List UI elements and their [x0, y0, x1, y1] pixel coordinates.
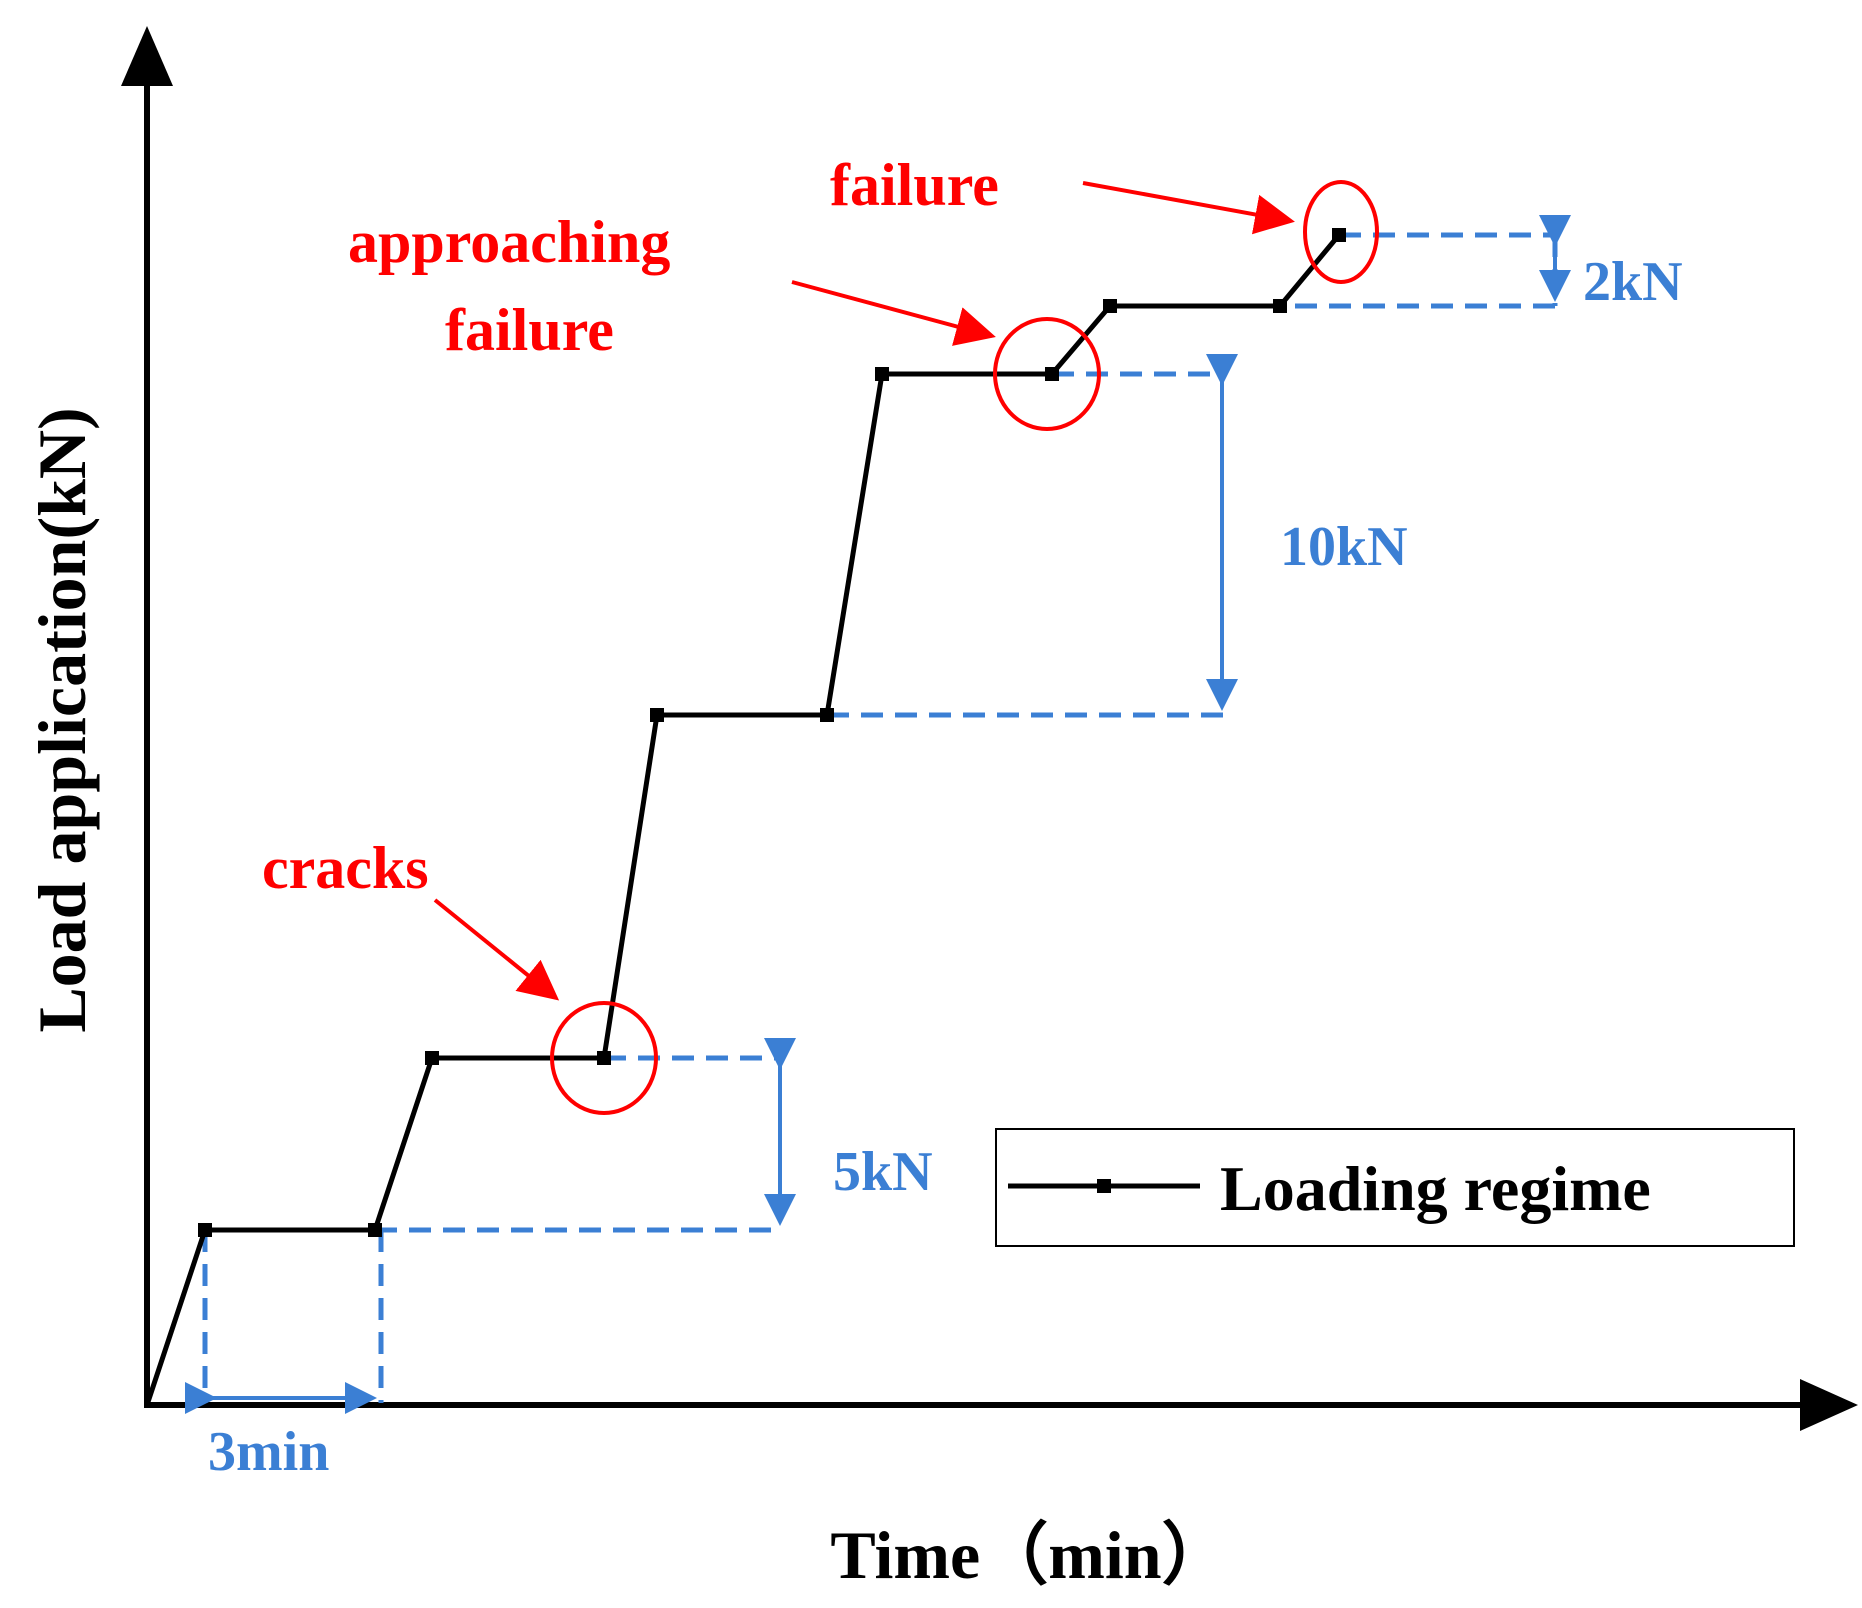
- data-point-marker: [597, 1051, 611, 1065]
- x-axis-title: Time（min）: [830, 1517, 1229, 1593]
- label-10kn: 10kN: [1280, 516, 1408, 578]
- data-point-marker: [650, 708, 664, 722]
- annotation-arrow: [433, 898, 560, 1001]
- annotation-circle: [550, 1001, 658, 1115]
- data-point-marker: [1045, 367, 1059, 381]
- data-point-marker: [1273, 299, 1287, 313]
- legend-marker-sample: [1097, 1179, 1111, 1193]
- y-axis-arrowhead: [121, 26, 173, 86]
- label-5kn: 5kN: [833, 1141, 933, 1203]
- label-3min: 3min: [208, 1421, 329, 1483]
- series-layer: [144, 228, 1346, 1406]
- data-point-marker: [368, 1223, 382, 1237]
- label-failure: failure: [830, 152, 999, 218]
- legend: Loading regime: [995, 1128, 1795, 1247]
- data-point-marker: [1332, 228, 1346, 242]
- annotation-circle: [1303, 180, 1379, 284]
- annotation-arrow: [1082, 181, 1295, 235]
- red-annotations: [433, 180, 1379, 1115]
- label-cracks: cracks: [262, 835, 429, 901]
- annotation-arrow: [791, 280, 996, 346]
- data-point-marker: [820, 708, 834, 722]
- y-axis-title: Load application(kN): [24, 407, 100, 1032]
- label-2kn: 2kN: [1583, 251, 1683, 313]
- annotation-labels: cracks approaching failure failure 3min 5kN 10…: [208, 152, 1683, 1483]
- data-point-marker: [425, 1051, 439, 1065]
- x-axis-arrowhead: [1800, 1379, 1858, 1431]
- label-approaching: approaching: [348, 209, 670, 275]
- legend-label: Loading regime: [1220, 1153, 1651, 1224]
- blue-guide-lines: [185, 215, 1571, 1414]
- annotation-circle: [993, 317, 1101, 431]
- data-point-marker: [198, 1223, 212, 1237]
- label-approaching-failure: failure: [445, 297, 614, 363]
- data-point-marker: [1103, 299, 1117, 313]
- axes: [121, 26, 1858, 1431]
- data-point-marker: [875, 367, 889, 381]
- loading-regime-line: [144, 233, 1341, 1406]
